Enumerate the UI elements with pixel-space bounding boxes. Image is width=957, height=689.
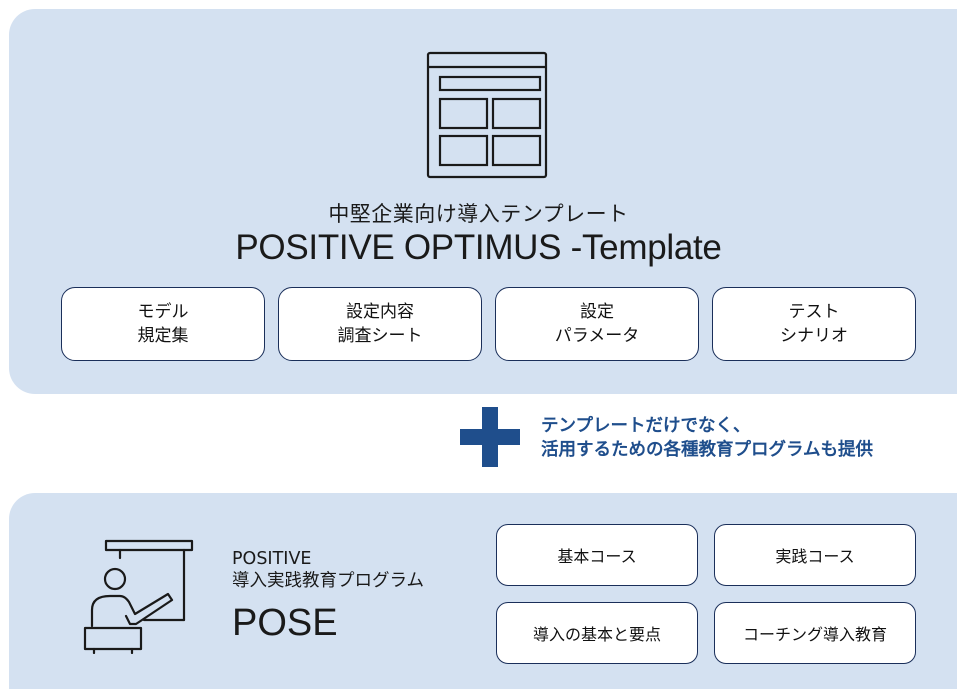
plus-icon (460, 407, 520, 467)
pose-name: POSE (232, 602, 338, 644)
course-intro-essentials: 導入の基本と要点 (496, 602, 698, 664)
setting-parameters-label: 設定 パラメータ (554, 302, 640, 346)
course-intro-essentials-label: 導入の基本と要点 (532, 625, 661, 644)
course-coaching: コーチング導入教育 (714, 602, 916, 664)
setting-parameters-box: 設定 パラメータ (495, 287, 699, 361)
course-basic-label: 基本コース (557, 547, 637, 566)
settings-survey-label: 設定内容 調査シート (337, 302, 423, 346)
model-rules-box: モデル 規定集 (61, 287, 265, 361)
settings-survey-box: 設定内容 調査シート (278, 287, 482, 361)
tagline: テンプレートだけでなく、 活用するための各種教育プログラムも提供 (541, 416, 873, 460)
teacher-presentation-icon (83, 539, 194, 654)
course-basic: 基本コース (496, 524, 698, 586)
test-scenario-box: テスト シナリオ (712, 287, 916, 361)
model-rules-label: モデル 規定集 (137, 302, 189, 346)
template-title: POSITIVE OPTIMUS -Template (235, 228, 722, 267)
template-subtitle: 中堅企業向け導入テンプレート (328, 202, 629, 226)
course-practice-label: 実践コース (775, 547, 855, 566)
course-coaching-label: コーチング導入教育 (742, 625, 887, 644)
course-practice: 実践コース (714, 524, 916, 586)
test-scenario-label: テスト シナリオ (780, 302, 848, 346)
document-layout-icon (426, 51, 548, 179)
pose-program-label: POSITIVE 導入実践教育プログラム (232, 549, 424, 591)
